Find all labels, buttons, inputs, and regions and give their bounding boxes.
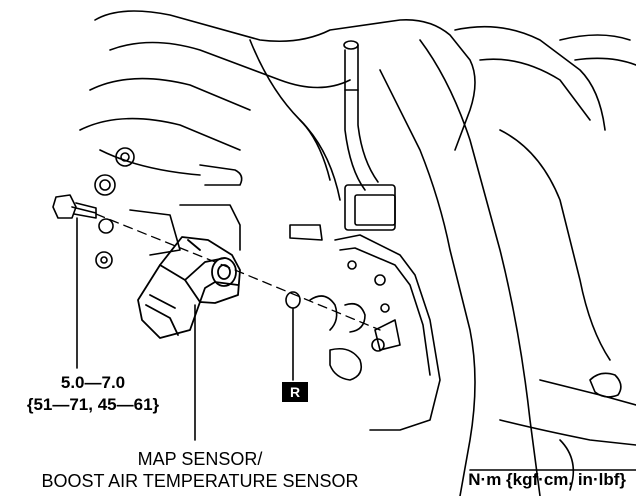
bolt bbox=[52, 194, 97, 219]
bracket-plate bbox=[334, 184, 441, 431]
map-sensor bbox=[137, 236, 241, 339]
alignment-line bbox=[95, 213, 381, 331]
sensor-label-line2: BOOST AIR TEMPERATURE SENSOR bbox=[41, 471, 359, 491]
torque-value-nm: 5.0—7.0 bbox=[60, 373, 126, 392]
sensor-label: MAP SENSOR/ BOOST AIR TEMPERATURE SENSOR bbox=[0, 448, 400, 492]
vacuum-pipe bbox=[343, 40, 379, 191]
torque-value-alt: {51—71, 45—61} bbox=[26, 395, 160, 414]
units-label: N·m {kgf·cm, in·lbf} bbox=[468, 470, 626, 489]
replace-marker: R bbox=[282, 382, 308, 402]
mounting-bosses bbox=[94, 119, 366, 381]
torque-spec: 5.0—7.0 {51—71, 45—61} bbox=[8, 372, 178, 416]
sensor-label-line1: MAP SENSOR/ bbox=[137, 449, 263, 469]
